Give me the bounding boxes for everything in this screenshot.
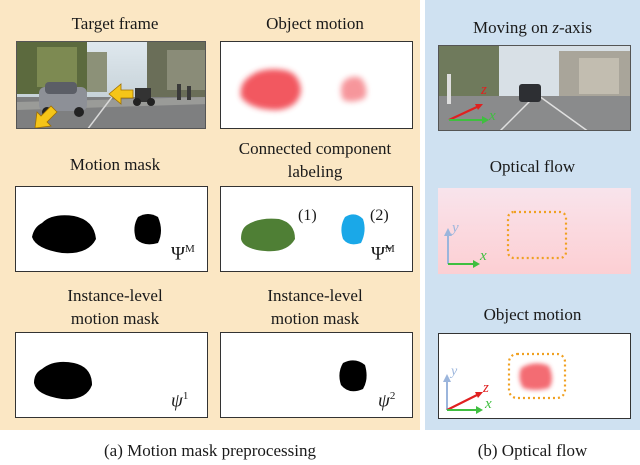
label-optical-flow: Optical flow [425,157,640,177]
label-instance1-line1: Instance-level [15,286,215,306]
ccl-box: (1) (2) Ψ̃M [220,186,413,272]
target-frame-image [16,41,206,129]
psi-M-symbol: ΨM [171,243,195,265]
component-1 [241,219,295,252]
component-label-2: (2) [370,207,389,225]
psi-tilde-M-symbol: Ψ̃M [371,243,395,265]
component-label-1: (1) [298,207,317,225]
axis-label-y-1: y [452,220,459,237]
axis-label-z-1: z [481,82,487,99]
object-motion-blob-1 [241,69,301,110]
label-target-frame: Target frame [15,14,215,34]
instance-mask-1-blob [34,362,92,399]
label-instance2-line2: motion mask [215,309,415,329]
moving-z-image: z x [438,45,631,131]
caption-a: (a) Motion mask preprocessing [0,441,420,461]
instance-mask-1-box: ψ1 [15,332,208,418]
object-motion-box [220,41,413,129]
instance-mask-2-blob [339,360,366,391]
axes-xy-1 [444,228,480,268]
axis-label-y-2: y [451,364,457,380]
label-motion-mask: Motion mask [15,155,215,175]
object-motion-blob-2 [341,77,366,102]
mask-blob-2 [134,214,161,244]
label-moving-on-z-axis: Moving on z-axis [425,18,640,38]
label-object-motion-b: Object motion [425,305,640,325]
label-instance2-line1: Instance-level [215,286,415,306]
optical-flow-image: y x [438,188,631,274]
label-instance1-line2: motion mask [15,309,215,329]
object-motion-b-blob [519,363,552,390]
axis-label-x-2: x [480,248,487,265]
label-ccl-line1: Connected component [215,139,415,159]
motion-mask-box: ΨM [15,186,208,272]
axis-label-x-1: x [489,108,496,125]
axes-xyz-2 [443,374,483,414]
axis-label-x-3: x [485,396,492,413]
label-object-motion: Object motion [215,14,415,34]
object-motion-b-box: y z x [438,333,631,419]
caption-b: (b) Optical flow [425,441,640,461]
psi-2-symbol: ψ2 [378,390,395,412]
flow-highlight-box [508,212,566,258]
axis-label-z-2: z [483,380,489,397]
component-2 [341,214,364,244]
instance-mask-2-box: ψ2 [220,332,413,418]
mask-blob-1 [32,215,96,253]
label-ccl-line2: labeling [215,162,415,182]
psi-1-symbol: ψ1 [171,390,188,412]
